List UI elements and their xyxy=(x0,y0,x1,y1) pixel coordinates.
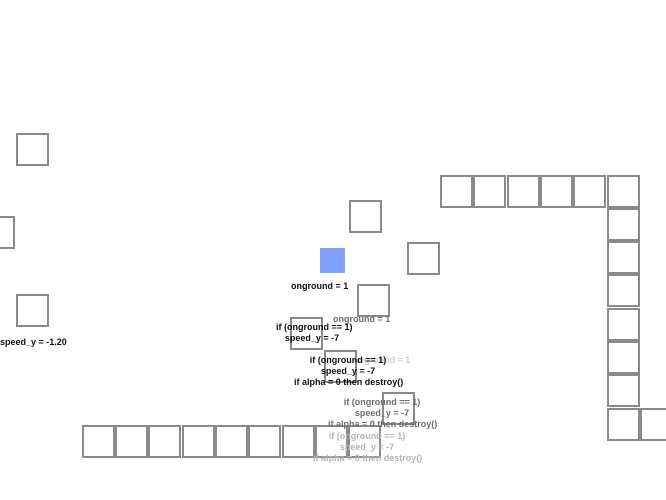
platform-top-tile xyxy=(607,175,640,208)
wall-tile xyxy=(607,341,640,374)
wall-tile xyxy=(607,241,640,274)
trail-text-line: if alpha = 0 then destroy() xyxy=(313,453,423,463)
trail-text-line: if (onground == 1) xyxy=(343,397,421,407)
floor-tile xyxy=(215,425,248,458)
floor-tile xyxy=(282,425,315,458)
trail-block-3 xyxy=(382,392,415,425)
floor-tile xyxy=(348,425,381,458)
trail-text-line: onground = 1 xyxy=(333,314,391,324)
trail-text-line: if (onground == 1) xyxy=(309,355,387,365)
floor-tile xyxy=(182,425,215,458)
trail-label: if (onground == 1) speed_y = -7 if alpha… xyxy=(328,397,438,430)
block-center-right xyxy=(407,242,440,275)
trail-text-line: if alpha = 0 then destroy() xyxy=(328,419,438,429)
trail-text-line: speed_y = -7 xyxy=(284,333,340,343)
trail-text-line: speed_y = -7 xyxy=(320,366,376,376)
trail-label: if (onground == 1) speed_y = -7 xyxy=(276,322,353,344)
player-character[interactable] xyxy=(320,248,345,273)
wall-tile xyxy=(607,374,640,407)
block-center-lower xyxy=(357,284,390,317)
trail-block-2 xyxy=(324,350,357,383)
trail-label: onground = 1 xyxy=(353,355,410,366)
floor-tile xyxy=(82,425,115,458)
wall-tile xyxy=(607,408,640,441)
block-speed-label: speed_y = -1.20 xyxy=(0,337,67,347)
trail-text-line: if (onground == 1) xyxy=(276,322,353,332)
wall-tile xyxy=(607,274,640,307)
platform-top-tile xyxy=(507,175,540,208)
floor-tile xyxy=(115,425,148,458)
trail-text-line: speed_y = -7 xyxy=(339,442,395,452)
player-onground-label: onground = 1 xyxy=(291,281,349,291)
platform-top-tile xyxy=(540,175,573,208)
platform-top-tile xyxy=(473,175,506,208)
floor-tile xyxy=(315,425,348,458)
block-left-middle xyxy=(0,216,15,249)
trail-text-line: if (onground == 1) xyxy=(328,431,406,441)
block-center-top xyxy=(349,200,382,233)
trail-label: if (onground == 1) speed_y = -7 if alpha… xyxy=(313,431,423,464)
trail-text-line: speed_y = -7 xyxy=(354,408,410,418)
trail-text-line: onground = 1 xyxy=(353,355,411,365)
wall-tile xyxy=(640,408,666,441)
trail-label: if (onground == 1) speed_y = -7 if alpha… xyxy=(294,355,404,388)
trail-text-line: if alpha = 0 then destroy() xyxy=(294,377,404,387)
platform-top-tile xyxy=(573,175,606,208)
floor-tile xyxy=(248,425,281,458)
floor-tile xyxy=(148,425,181,458)
block-left-bottom xyxy=(16,294,49,327)
trail-block-1 xyxy=(290,317,323,350)
wall-tile xyxy=(607,208,640,241)
trail-label: onground = 1 xyxy=(333,314,390,325)
wall-tile xyxy=(607,308,640,341)
block-left-top xyxy=(16,133,49,166)
platform-top-tile xyxy=(440,175,473,208)
